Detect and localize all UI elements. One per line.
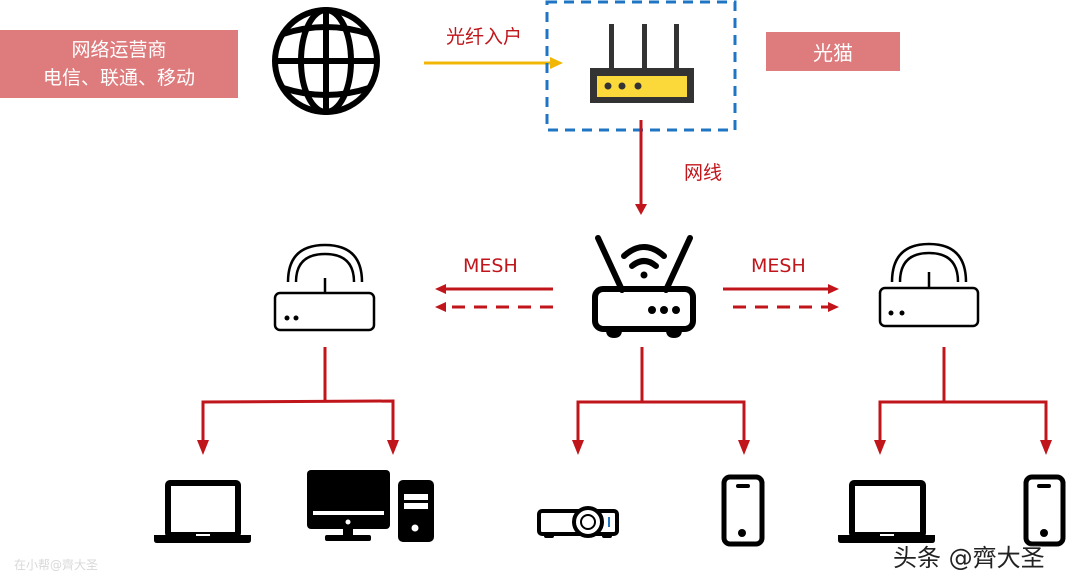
mesh-left-label: MESH <box>463 255 518 277</box>
projector-icon <box>537 506 619 538</box>
right-branch-lines <box>878 347 1048 441</box>
center-branch-lines <box>576 347 746 441</box>
desktop-computer-icon <box>307 470 434 542</box>
watermark-right: 头条 @齊大圣 <box>893 544 1045 572</box>
isp-label-line2: 电信、联通、移动 <box>42 67 195 89</box>
laptop-icon <box>838 480 935 543</box>
right-arrow-head-2 <box>1040 440 1052 455</box>
smartphone-icon <box>1023 474 1066 547</box>
ethernet-label: 网线 <box>684 162 723 184</box>
isp-label-box: 网络运营商 电信、联通、移动 <box>0 30 238 98</box>
modem-label: 光猫 <box>813 41 853 65</box>
laptop-icon <box>154 480 251 543</box>
smartphone-icon <box>721 474 765 547</box>
modem-frame <box>545 0 737 132</box>
mesh-node-left-icon <box>273 243 376 332</box>
mesh-right-arrows <box>723 284 839 312</box>
left-arrow-head-2 <box>387 440 399 455</box>
mesh-node-right-icon <box>878 242 980 328</box>
ethernet-arrow <box>635 120 647 215</box>
mesh-right-label: MESH <box>751 255 806 277</box>
isp-label-line1: 网络运营商 <box>71 39 167 61</box>
optical-modem-icon <box>590 24 694 103</box>
left-branch-lines <box>201 347 395 441</box>
watermark-left: 在小帮@齊大圣 <box>14 558 99 572</box>
wifi-router-icon <box>592 235 696 338</box>
mesh-left-arrows <box>435 284 553 312</box>
fiber-label: 光纤入户 <box>446 26 523 48</box>
globe-icon <box>272 7 380 115</box>
right-arrow-head-1 <box>874 440 886 455</box>
modem-label-box: 光猫 <box>766 32 900 71</box>
center-arrow-head-2 <box>738 440 750 455</box>
fiber-arrow <box>424 57 563 69</box>
left-arrow-head-1 <box>197 440 209 455</box>
center-arrow-head-1 <box>572 440 584 455</box>
